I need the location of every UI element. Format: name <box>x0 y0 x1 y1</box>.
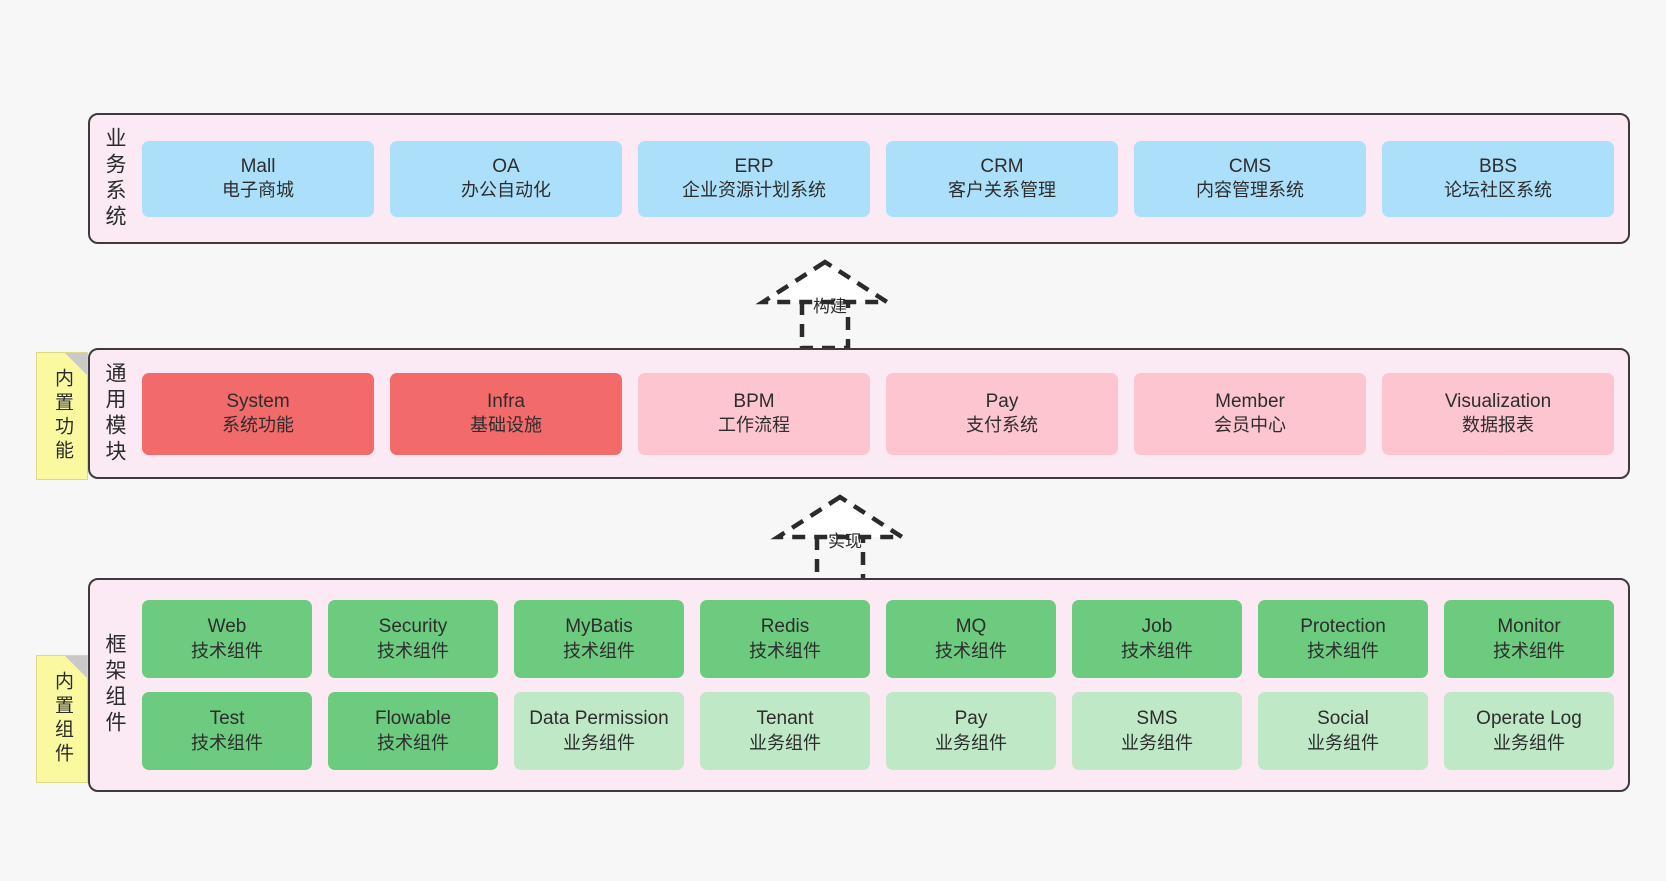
layer-common-module: 通用模块 System 系统功能 Infra 基础设施 BPM 工作流程 Pay <box>88 348 1630 479</box>
node-pay-component[interactable]: Pay 业务组件 <box>886 692 1056 770</box>
node-system[interactable]: System 系统功能 <box>142 372 374 455</box>
node-web[interactable]: Web 技术组件 <box>142 600 312 678</box>
layer-framework-component: 框架组件 Web 技术组件 Security 技术组件 MyBatis 技术组件… <box>88 578 1630 792</box>
row: Test 技术组件 Flowable 技术组件 Data Permission … <box>142 692 1614 770</box>
node-bbs[interactable]: BBS 论坛社区系统 <box>1382 140 1614 217</box>
layer-label-common-module: 通用模块 <box>103 361 127 466</box>
layer-business-system: 业务系统 Mall 电子商城 OA 办公自动化 ERP 企业资源计划系统 CRM <box>88 113 1630 244</box>
node-pay-module[interactable]: Pay 支付系统 <box>886 372 1118 455</box>
note-builtin-component: 内置组件 <box>36 655 88 783</box>
node-monitor[interactable]: Monitor 技术组件 <box>1444 600 1614 678</box>
row: Web 技术组件 Security 技术组件 MyBatis 技术组件 Redi… <box>142 600 1614 678</box>
connector-build: 构建 <box>745 252 925 351</box>
node-social[interactable]: Social 业务组件 <box>1258 692 1428 770</box>
node-security[interactable]: Security 技术组件 <box>328 600 498 678</box>
layer-label-framework-component: 框架组件 <box>103 633 127 737</box>
layer-rows-framework-component: Web 技术组件 Security 技术组件 MyBatis 技术组件 Redi… <box>138 580 1628 790</box>
node-mybatis[interactable]: MyBatis 技术组件 <box>514 600 684 678</box>
node-member[interactable]: Member 会员中心 <box>1134 372 1366 455</box>
node-cms[interactable]: CMS 内容管理系统 <box>1134 140 1366 217</box>
node-mall[interactable]: Mall 电子商城 <box>142 140 374 217</box>
node-erp[interactable]: ERP 企业资源计划系统 <box>638 140 870 217</box>
row: Mall 电子商城 OA 办公自动化 ERP 企业资源计划系统 CRM 客户关系… <box>142 140 1614 217</box>
node-flowable[interactable]: Flowable 技术组件 <box>328 692 498 770</box>
connector-build-label: 构建 <box>813 297 847 316</box>
node-protection[interactable]: Protection 技术组件 <box>1258 600 1428 678</box>
note-fold-corner-icon <box>65 656 87 678</box>
node-test[interactable]: Test 技术组件 <box>142 692 312 770</box>
note-builtin-function: 内置功能 <box>36 352 88 480</box>
node-operate-log[interactable]: Operate Log 业务组件 <box>1444 692 1614 770</box>
note-fold-corner-icon <box>65 353 87 375</box>
node-redis[interactable]: Redis 技术组件 <box>700 600 870 678</box>
node-data-permission[interactable]: Data Permission 业务组件 <box>514 692 684 770</box>
node-sms[interactable]: SMS 业务组件 <box>1072 692 1242 770</box>
node-mq[interactable]: MQ 技术组件 <box>886 600 1056 678</box>
row: System 系统功能 Infra 基础设施 BPM 工作流程 Pay 支付系统… <box>142 372 1614 455</box>
node-bpm[interactable]: BPM 工作流程 <box>638 372 870 455</box>
layer-rows-common-module: System 系统功能 Infra 基础设施 BPM 工作流程 Pay 支付系统… <box>138 350 1628 477</box>
node-job[interactable]: Job 技术组件 <box>1072 600 1242 678</box>
node-infra[interactable]: Infra 基础设施 <box>390 372 622 455</box>
connector-implement: 实现 <box>760 487 940 586</box>
node-visualization[interactable]: Visualization 数据报表 <box>1382 372 1614 455</box>
layer-rows-business-system: Mall 电子商城 OA 办公自动化 ERP 企业资源计划系统 CRM 客户关系… <box>138 115 1628 242</box>
connector-implement-label: 实现 <box>828 532 862 551</box>
node-crm[interactable]: CRM 客户关系管理 <box>886 140 1118 217</box>
node-tenant[interactable]: Tenant 业务组件 <box>700 692 870 770</box>
layer-label-business-system: 业务系统 <box>103 126 127 231</box>
node-oa[interactable]: OA 办公自动化 <box>390 140 622 217</box>
